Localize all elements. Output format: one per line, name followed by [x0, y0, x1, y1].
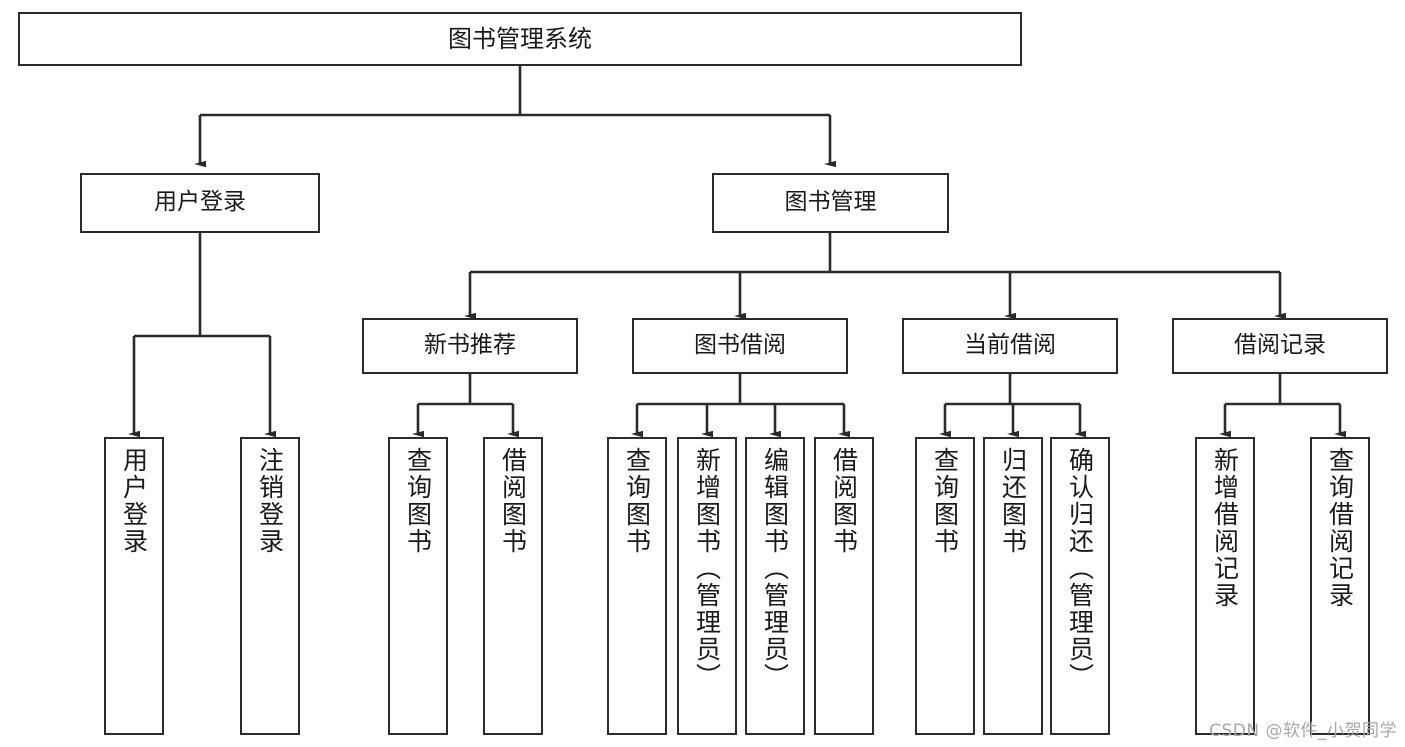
- node-current-borrow[interactable]: 当前借阅: [902, 318, 1118, 374]
- node-leaf-borrow-book-2-label: 借阅图书: [829, 447, 859, 555]
- node-leaf-edit-book-label: 编辑图书（管理员）: [760, 447, 790, 690]
- node-leaf-confirm-return[interactable]: 确认归还（管理员）: [1050, 437, 1110, 735]
- node-book-management[interactable]: 图书管理: [712, 173, 949, 233]
- node-leaf-add-book[interactable]: 新增图书（管理员）: [677, 437, 737, 735]
- node-new-book-recommend[interactable]: 新书推荐: [362, 318, 578, 374]
- node-borrow-record[interactable]: 借阅记录: [1172, 318, 1388, 374]
- node-user-login[interactable]: 用户登录: [80, 173, 320, 233]
- node-leaf-query-book-1[interactable]: 查询图书: [388, 437, 448, 735]
- node-leaf-borrow-book-1[interactable]: 借阅图书: [483, 437, 543, 735]
- node-leaf-query-book-2[interactable]: 查询图书: [607, 437, 667, 735]
- node-leaf-add-book-label: 新增图书（管理员）: [692, 447, 722, 690]
- node-leaf-logout-login-label: 注销登录: [255, 447, 285, 555]
- node-leaf-query-borrow-record[interactable]: 查询借阅记录: [1310, 437, 1370, 735]
- node-book-borrow-label: 图书借阅: [694, 332, 786, 359]
- node-leaf-confirm-return-label: 确认归还（管理员）: [1065, 447, 1095, 690]
- node-leaf-query-book-3-label: 查询图书: [930, 447, 960, 555]
- node-root[interactable]: 图书管理系统: [18, 12, 1022, 66]
- node-root-label: 图书管理系统: [448, 24, 592, 53]
- node-leaf-query-book-2-label: 查询图书: [622, 447, 652, 555]
- node-leaf-logout-login[interactable]: 注销登录: [240, 437, 300, 735]
- node-leaf-user-login[interactable]: 用户登录: [104, 437, 164, 735]
- node-new-book-recommend-label: 新书推荐: [424, 332, 516, 359]
- node-leaf-borrow-book-2[interactable]: 借阅图书: [814, 437, 874, 735]
- node-current-borrow-label: 当前借阅: [964, 332, 1056, 359]
- node-book-borrow[interactable]: 图书借阅: [632, 318, 848, 374]
- node-borrow-record-label: 借阅记录: [1234, 332, 1326, 359]
- node-leaf-query-borrow-record-label: 查询借阅记录: [1325, 447, 1355, 609]
- node-leaf-query-book-1-label: 查询图书: [403, 447, 433, 555]
- node-leaf-return-book[interactable]: 归还图书: [983, 437, 1043, 735]
- node-leaf-query-book-3[interactable]: 查询图书: [915, 437, 975, 735]
- csdn-watermark: CSDN @软件_小贺同学: [1209, 721, 1397, 741]
- node-leaf-edit-book[interactable]: 编辑图书（管理员）: [745, 437, 805, 735]
- node-leaf-add-borrow-record[interactable]: 新增借阅记录: [1195, 437, 1255, 735]
- node-leaf-add-borrow-record-label: 新增借阅记录: [1210, 447, 1240, 609]
- node-book-management-label: 图书管理: [784, 189, 877, 216]
- node-leaf-borrow-book-1-label: 借阅图书: [498, 447, 528, 555]
- node-leaf-user-login-label: 用户登录: [119, 447, 149, 555]
- node-user-login-label: 用户登录: [154, 189, 246, 216]
- node-leaf-return-book-label: 归还图书: [998, 447, 1028, 555]
